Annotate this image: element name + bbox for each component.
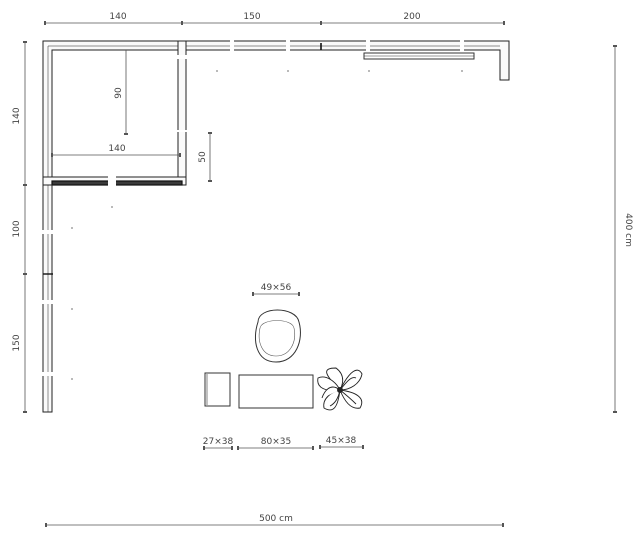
dim-inner-vertical: 90 bbox=[114, 87, 124, 99]
left-outer-wall bbox=[42, 184, 53, 413]
plant: 45×38 bbox=[317, 367, 364, 449]
dim-left-lower: 150 bbox=[12, 334, 22, 351]
stool-label: 27×38 bbox=[203, 437, 234, 447]
table-label: 80×35 bbox=[261, 437, 291, 447]
dim-total-width: 500 cm bbox=[259, 514, 293, 524]
chair: 49×56 bbox=[252, 283, 301, 363]
walls bbox=[42, 40, 510, 413]
bottom-wall-shade bbox=[51, 180, 183, 186]
top-dimension-chain: 140 150 200 bbox=[44, 12, 505, 25]
dim-inner-horizontal: 140 bbox=[108, 144, 125, 154]
dim-left-upper: 140 bbox=[12, 107, 22, 124]
dim-top-right: 200 bbox=[403, 12, 420, 22]
table: 80×35 bbox=[237, 374, 314, 450]
stool: 27×38 bbox=[203, 372, 234, 450]
dim-left-middle: 100 bbox=[12, 220, 22, 237]
stool-shape bbox=[204, 372, 231, 407]
plant-label: 45×38 bbox=[326, 436, 357, 446]
table-shape bbox=[238, 374, 314, 409]
chair-shape bbox=[254, 309, 301, 363]
bottom-dimension: 500 cm bbox=[45, 514, 504, 527]
dim-inner-side: 50 bbox=[198, 151, 208, 163]
left-dimension-chain: 140 100 150 bbox=[12, 41, 27, 413]
inner-partition bbox=[177, 40, 187, 186]
dim-top-left: 140 bbox=[109, 12, 126, 22]
dim-top-middle: 150 bbox=[243, 12, 260, 22]
dim-total-height: 400 cm bbox=[623, 213, 633, 247]
reference-dots bbox=[71, 70, 463, 380]
chair-label: 49×56 bbox=[261, 283, 292, 293]
left-room-top-wall bbox=[42, 40, 183, 178]
plant-icon bbox=[317, 367, 363, 411]
right-dimension: 400 cm bbox=[613, 45, 633, 413]
inner-dimensions: 90 140 50 bbox=[51, 50, 212, 182]
